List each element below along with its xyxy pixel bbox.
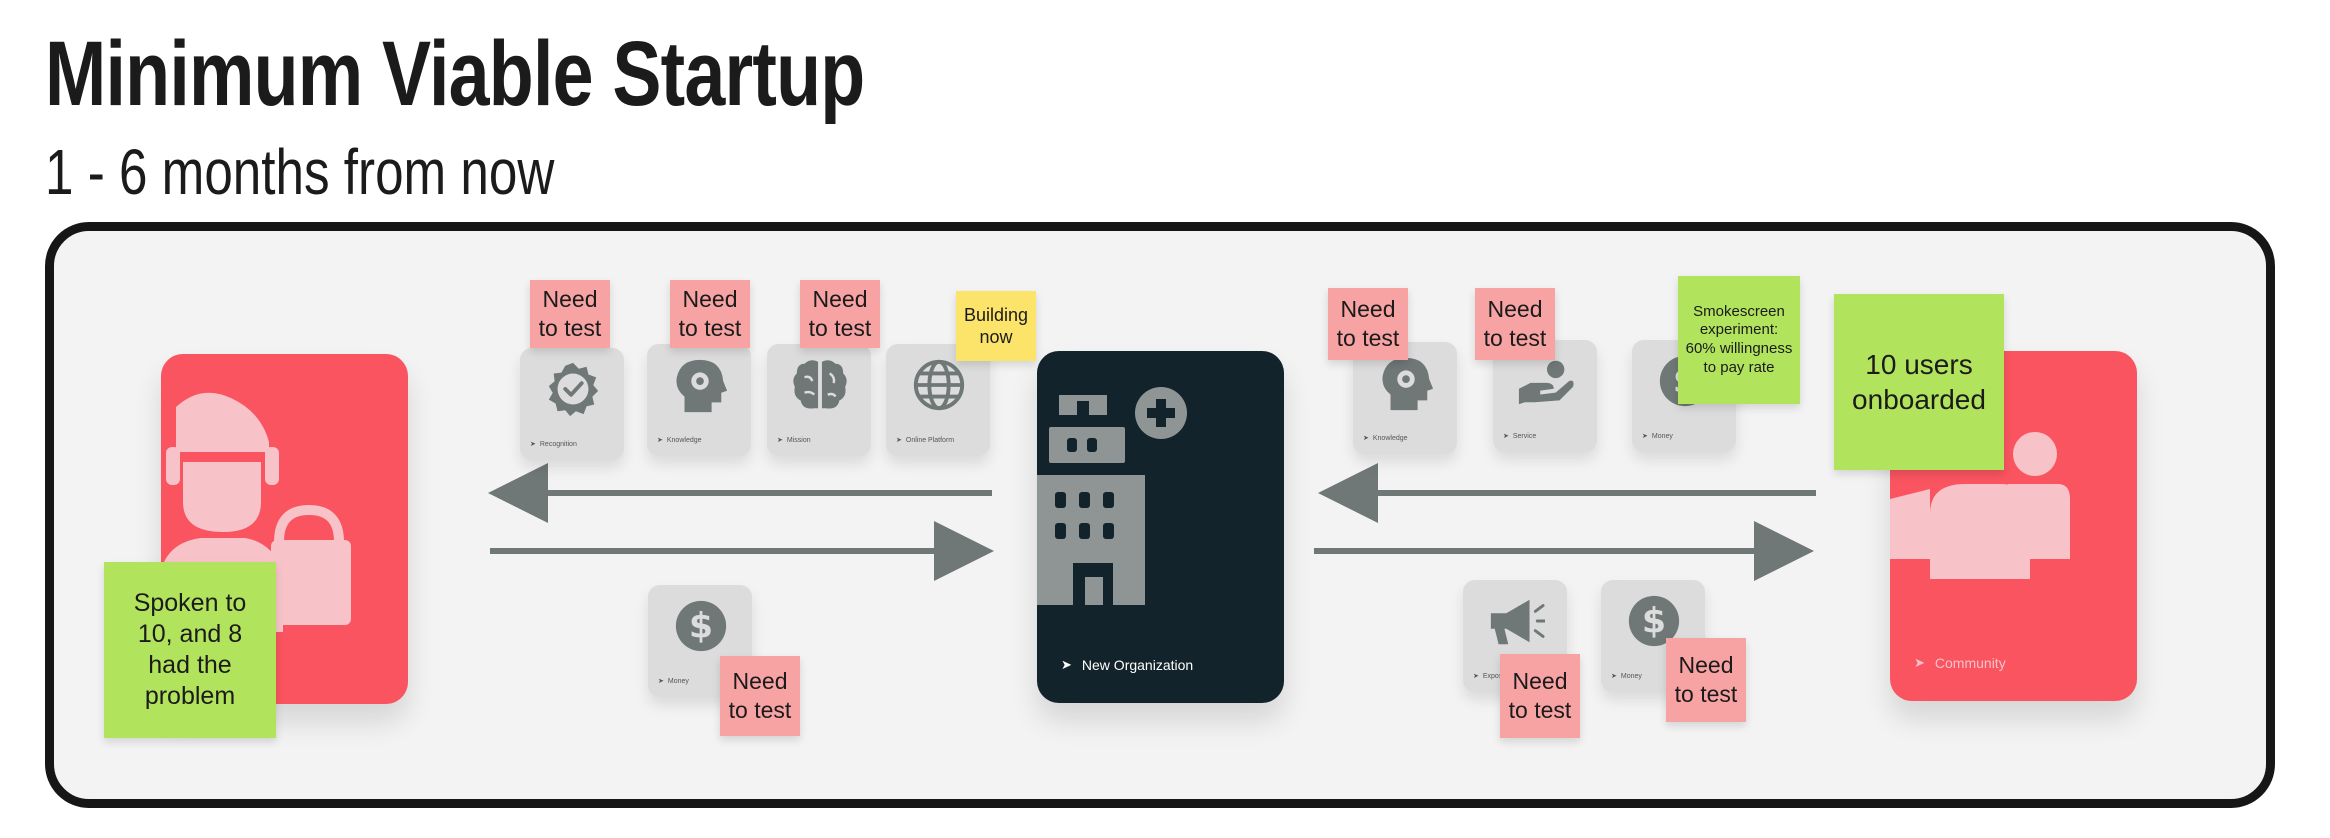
tile-label: Money: [1620, 672, 1642, 680]
sticky-need-test-recognition[interactable]: Need to test: [530, 280, 610, 348]
sticky-need-test-service[interactable]: Need to test: [1475, 288, 1555, 360]
svg-text:$: $: [689, 607, 713, 647]
tile-label: Exposure: [1482, 672, 1513, 680]
sticky-need-test-exposure[interactable]: Need to test: [1500, 654, 1580, 738]
head-gear-icon: [676, 359, 728, 413]
tile-knowledge-left[interactable]: ➤Knowledge: [647, 344, 751, 456]
chevron-right-icon: ➤: [1363, 435, 1369, 442]
chevron-right-icon: ➤: [657, 437, 663, 444]
community-card-label: Community: [1934, 655, 2006, 671]
chevron-right-icon: ➤: [658, 678, 664, 685]
page-subtitle: 1 - 6 months from now: [45, 136, 555, 208]
chevron-right-icon: ➤: [777, 437, 783, 444]
tile-label: Knowledge: [666, 436, 702, 444]
tile-label: Service: [1512, 432, 1537, 440]
sticky-need-test-money-left[interactable]: Need to test: [720, 656, 800, 736]
sticky-need-test-knowledge-left[interactable]: Need to test: [670, 280, 750, 348]
tile-recognition[interactable]: ➤Recognition: [520, 348, 624, 460]
chevron-right-icon: ➤: [1503, 433, 1509, 440]
sticky-building-now[interactable]: Building now: [956, 291, 1036, 361]
tile-label: Knowledge: [1372, 434, 1408, 442]
tile-knowledge-right[interactable]: ➤Knowledge: [1353, 342, 1457, 454]
brain-icon: [793, 360, 847, 409]
tile-label: Recognition: [539, 440, 577, 448]
chevron-right-icon: ➤: [1914, 655, 1925, 670]
hand-icon: [1518, 360, 1574, 405]
dollar-icon: $: [1628, 595, 1680, 647]
tile-online-platform[interactable]: ➤Online Platform: [886, 344, 990, 456]
sticky-smokescreen[interactable]: Smokescreen experiment: 60% willingness …: [1678, 276, 1800, 404]
chevron-right-icon: ➤: [530, 441, 536, 448]
chevron-right-icon: ➤: [1611, 673, 1617, 680]
chevron-right-icon: ➤: [1061, 657, 1072, 672]
organization-card[interactable]: ➤ New Organization: [1037, 351, 1284, 703]
page-title: Minimum Viable Startup: [45, 23, 865, 125]
megaphone-icon: [1490, 599, 1545, 645]
tile-label: Money: [667, 677, 689, 685]
sticky-need-test-knowledge-right[interactable]: Need to test: [1328, 288, 1408, 360]
sticky-users-onboarded[interactable]: 10 users onboarded: [1834, 294, 2004, 470]
tile-label: Online Platform: [905, 436, 955, 444]
globe-icon: [913, 359, 965, 411]
customer-card[interactable]: [161, 354, 408, 704]
sticky-spoken-to[interactable]: Spoken to 10, and 8 had the problem: [104, 562, 276, 738]
tile-label: Mission: [786, 436, 811, 444]
sticky-need-test-money-right[interactable]: Need to test: [1666, 638, 1746, 722]
tile-mission[interactable]: ➤Mission: [767, 344, 871, 456]
chevron-right-icon: ➤: [1642, 433, 1648, 440]
sticky-need-test-mission[interactable]: Need to test: [800, 280, 880, 348]
organization-card-label: New Organization: [1081, 657, 1194, 673]
head-gear-icon: [1382, 357, 1434, 411]
chevron-right-icon: ➤: [1473, 673, 1479, 680]
tile-label: Money: [1651, 432, 1673, 440]
badge-check-icon: [548, 362, 599, 417]
chevron-right-icon: ➤: [896, 437, 902, 444]
group-icon: [1890, 432, 2070, 579]
svg-text:$: $: [1642, 602, 1666, 642]
dollar-icon: $: [675, 600, 727, 652]
building-add-icon: [1037, 387, 1187, 605]
